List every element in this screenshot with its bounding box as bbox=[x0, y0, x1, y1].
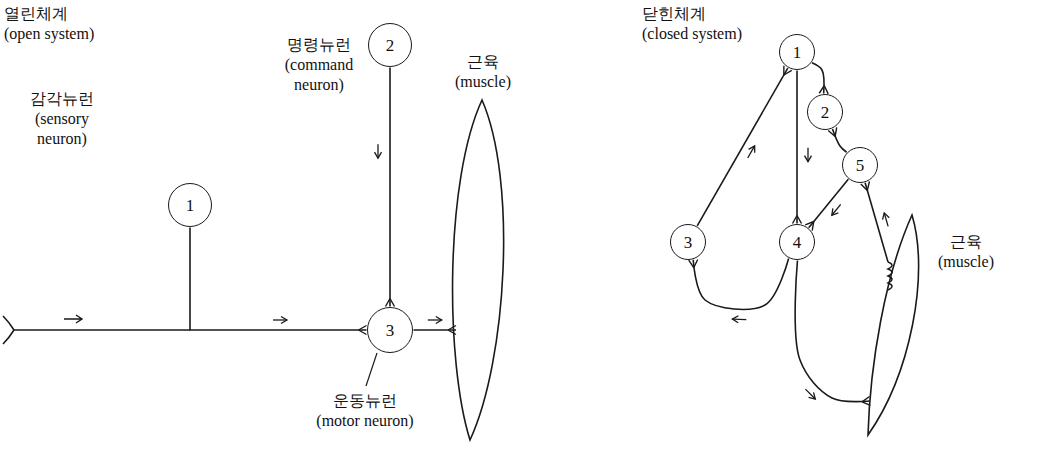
direction-arrow bbox=[832, 204, 841, 215]
direction-arrow bbox=[805, 389, 815, 399]
leader-line bbox=[366, 353, 377, 386]
direction-arrow bbox=[273, 319, 287, 320]
direction-arrow bbox=[732, 318, 746, 320]
nerve-fiber bbox=[190, 228, 367, 331]
neuron-label: 운동뉴런 (motor neuron) bbox=[313, 391, 417, 431]
callout-number: 4 bbox=[793, 234, 802, 251]
direction-arrow bbox=[377, 144, 378, 158]
direction-arrow bbox=[748, 146, 755, 158]
neuron-circle: 2 bbox=[807, 94, 843, 130]
muscle-label: 근육 (muscle) bbox=[445, 52, 521, 92]
direction-arrow bbox=[428, 319, 442, 320]
system-title: 열린체계 (open system) bbox=[4, 4, 102, 44]
sensory-ending bbox=[3, 316, 14, 344]
nerve-fiber bbox=[812, 63, 824, 94]
nerve-fiber bbox=[865, 183, 888, 262]
callout-number: 1 bbox=[793, 44, 802, 61]
muscle-outline-path bbox=[868, 215, 919, 435]
muscle-shape: 근육 (muscle) bbox=[445, 100, 510, 440]
callout-number: 5 bbox=[856, 157, 865, 174]
neuron-circle: 3 bbox=[670, 224, 706, 260]
callout-number: 2 bbox=[386, 37, 395, 54]
neuron-circle: 1감각뉴런 (sensory neuron) bbox=[168, 183, 212, 227]
callout-number: 2 bbox=[821, 104, 830, 121]
callout-number: 3 bbox=[386, 322, 395, 339]
direction-arrow bbox=[884, 213, 888, 226]
nerve-fiber bbox=[832, 129, 846, 152]
muscle-outline-path bbox=[453, 100, 504, 440]
direction-arrow bbox=[807, 148, 808, 162]
nerve-fiber bbox=[697, 68, 788, 226]
callout-number: 3 bbox=[684, 234, 693, 251]
neuron-circle: 1 bbox=[779, 34, 815, 70]
neuron-circle: 4 bbox=[779, 224, 815, 260]
nerve-fiber bbox=[414, 329, 457, 331]
nerve-fiber bbox=[693, 258, 788, 309]
neuron-circle: 2명령뉴런 (command neuron) bbox=[368, 23, 412, 67]
neuron-circle: 3운동뉴런 (motor neuron) bbox=[367, 307, 413, 353]
sensory-input-fiber bbox=[14, 329, 190, 331]
muscle-label: 근육 (muscle) bbox=[930, 232, 1002, 272]
nerve-fiber bbox=[796, 71, 798, 224]
nerve-fiber bbox=[795, 260, 870, 401]
nerve-fiber bbox=[389, 68, 391, 307]
neuron-label: 감각뉴런 (sensory neuron) bbox=[19, 89, 105, 149]
neuron-label: 명령뉴런 (command neuron) bbox=[277, 35, 361, 95]
direction-arrow bbox=[64, 315, 82, 323]
muscle-outline bbox=[860, 215, 930, 437]
neuron-circle: 5 bbox=[842, 147, 878, 183]
muscle-shape: 근육 (muscle) bbox=[860, 215, 930, 437]
system-title: 닫힌체계 (closed system) bbox=[642, 4, 746, 44]
callout-number: 1 bbox=[186, 197, 195, 214]
muscle-outline bbox=[445, 100, 510, 440]
nerve-fiber bbox=[809, 179, 849, 227]
